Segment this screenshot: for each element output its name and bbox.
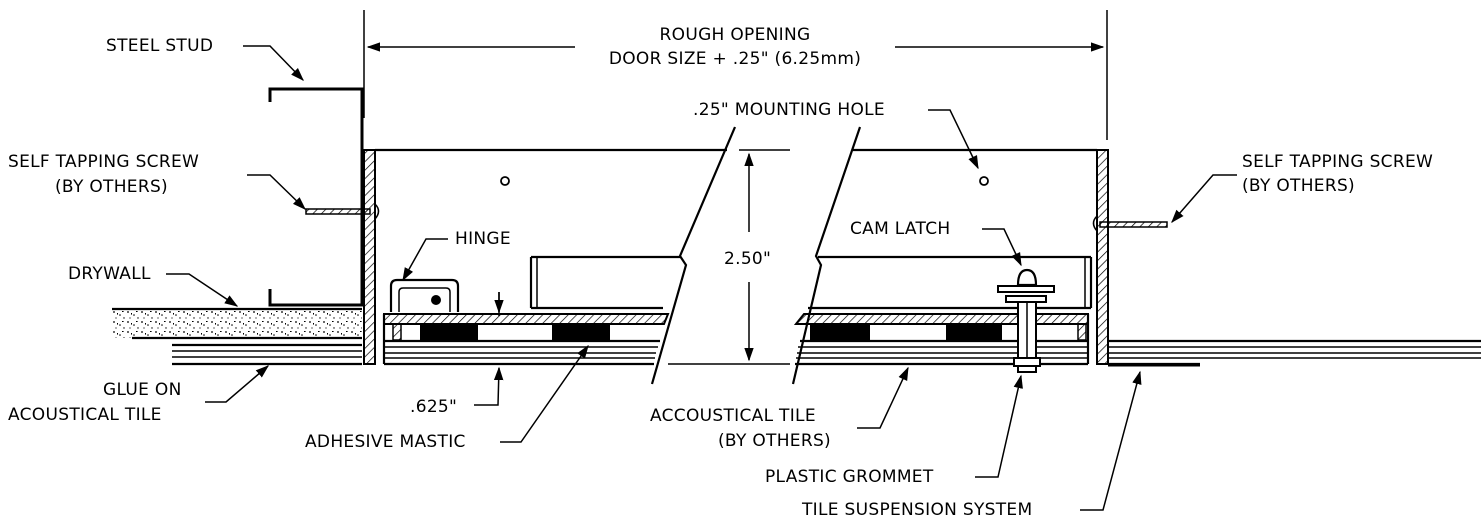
- screw-left-label-line2: (BY OTHERS): [55, 177, 168, 197]
- screw-left-leader: [247, 174, 306, 210]
- adhesive-mastic-blocks: [420, 324, 1002, 341]
- screw-right-label-line1: SELF TAPPING SCREW: [1242, 152, 1433, 172]
- tile-suspension-leader: [1080, 370, 1142, 511]
- glue-label-line2: ACOUSTICAL TILE: [8, 405, 162, 425]
- plastic-grommet-leader: [975, 374, 1023, 478]
- glue-leader: [205, 365, 270, 403]
- screw-right-leader: [1171, 174, 1237, 224]
- rough-opening-dimension: ROUGH OPENING DOOR SIZE + .25" (6.25mm): [363, 10, 1108, 140]
- frame-left-wall: [363, 149, 376, 365]
- hinge-leader: [402, 238, 448, 282]
- hinge: [389, 278, 460, 312]
- drywall: [112, 307, 362, 366]
- cam-latch-label: CAM LATCH: [850, 219, 950, 239]
- glue-label-line1: GLUE ON: [103, 380, 182, 400]
- accoustical-tile-label-line1: ACCOUSTICAL TILE: [650, 406, 816, 426]
- cam-latch: [997, 268, 1055, 359]
- height-dimension-label: 2.50": [724, 249, 771, 269]
- frame-right-wall: [1096, 149, 1109, 365]
- thickness-dimension-label: .625": [410, 397, 457, 417]
- drywall-label: DRYWALL: [68, 264, 151, 284]
- screw-left: [305, 203, 380, 220]
- height-dimension: 2.50": [668, 149, 790, 365]
- door-acoustical-tile: [384, 339, 1088, 366]
- cam-latch-leader: [982, 228, 1022, 267]
- hinge-label: HINGE: [455, 229, 511, 249]
- drywall-leader: [166, 273, 239, 307]
- tile-suspension-system: [1108, 339, 1481, 367]
- plastic-grommet: [1013, 357, 1041, 373]
- screw-left-label-line1: SELF TAPPING SCREW: [8, 152, 199, 172]
- thickness-leader: [474, 366, 504, 406]
- reinforcement-channel-left: [529, 255, 681, 310]
- mounting-hole-left: [500, 176, 510, 186]
- mounting-hole-right: [979, 176, 989, 186]
- steel-stud-leader: [243, 45, 304, 81]
- reinforcement-channel-right: [808, 255, 1093, 310]
- steel-stud: [268, 87, 364, 307]
- screw-right: [1092, 215, 1168, 232]
- mounting-hole-leader: [928, 109, 979, 170]
- rough-opening-label-line1: ROUGH OPENING: [660, 25, 811, 45]
- rough-opening-label-line2: DOOR SIZE + .25" (6.25mm): [609, 49, 861, 69]
- adhesive-mastic-leader: [500, 344, 589, 443]
- accoustical-tile-leader: [857, 366, 909, 429]
- adhesive-mastic-label: ADHESIVE MASTIC: [305, 432, 466, 452]
- steel-stud-label: STEEL STUD: [106, 36, 213, 56]
- accoustical-tile-label-line2: (BY OTHERS): [718, 431, 831, 451]
- mounting-hole-label: .25" MOUNTING HOLE: [693, 100, 885, 120]
- plastic-grommet-label: PLASTIC GROMMET: [765, 467, 934, 487]
- tile-suspension-label: TILE SUSPENSION SYSTEM: [801, 500, 1032, 520]
- screw-right-label-line2: (BY OTHERS): [1242, 176, 1355, 196]
